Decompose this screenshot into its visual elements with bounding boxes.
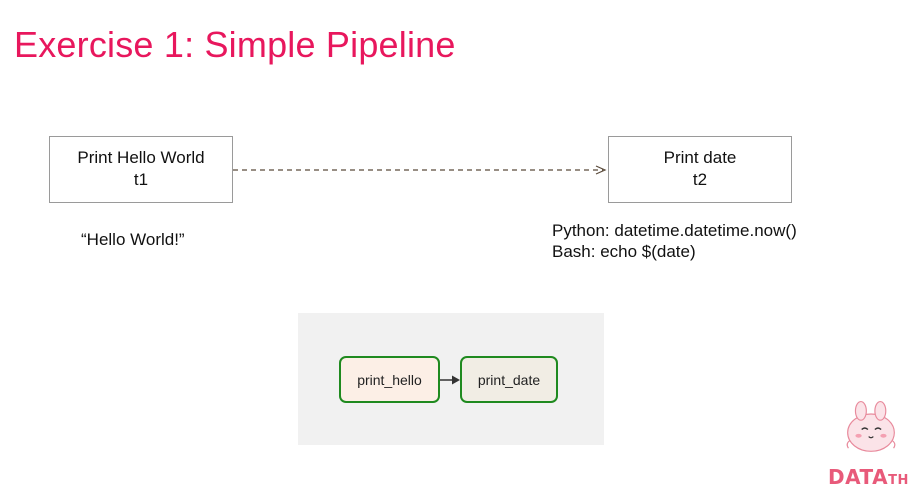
task-label: Print Hello World (77, 148, 205, 167)
mascot-logo-icon (846, 400, 896, 452)
dependency-arrow (233, 165, 607, 175)
brand-main: DATA (828, 465, 889, 489)
date-command-caption: Python: datetime.datetime.now() Bash: ec… (552, 220, 797, 262)
task-label: Print date (663, 148, 737, 167)
task-box-t2: Print date t2 (608, 136, 792, 203)
dag-graph-view: print_hello print_date (298, 313, 604, 445)
task-box-t1: Print Hello World t1 (49, 136, 233, 203)
task-id: t1 (133, 170, 149, 189)
dag-edge-arrow (440, 375, 460, 385)
dag-node-print-date[interactable]: print_date (460, 356, 558, 403)
bash-command: Bash: echo $(date) (552, 242, 696, 261)
brand-suffix: TH (888, 473, 909, 488)
hello-output-caption: “Hello World!” (81, 230, 185, 249)
slide-title: Exercise 1: Simple Pipeline (14, 24, 456, 65)
datath-logo-text: DATATH (828, 465, 909, 489)
task-id: t2 (692, 170, 708, 189)
python-command: Python: datetime.datetime.now() (552, 221, 797, 240)
dag-node-print-hello[interactable]: print_hello (339, 356, 440, 403)
